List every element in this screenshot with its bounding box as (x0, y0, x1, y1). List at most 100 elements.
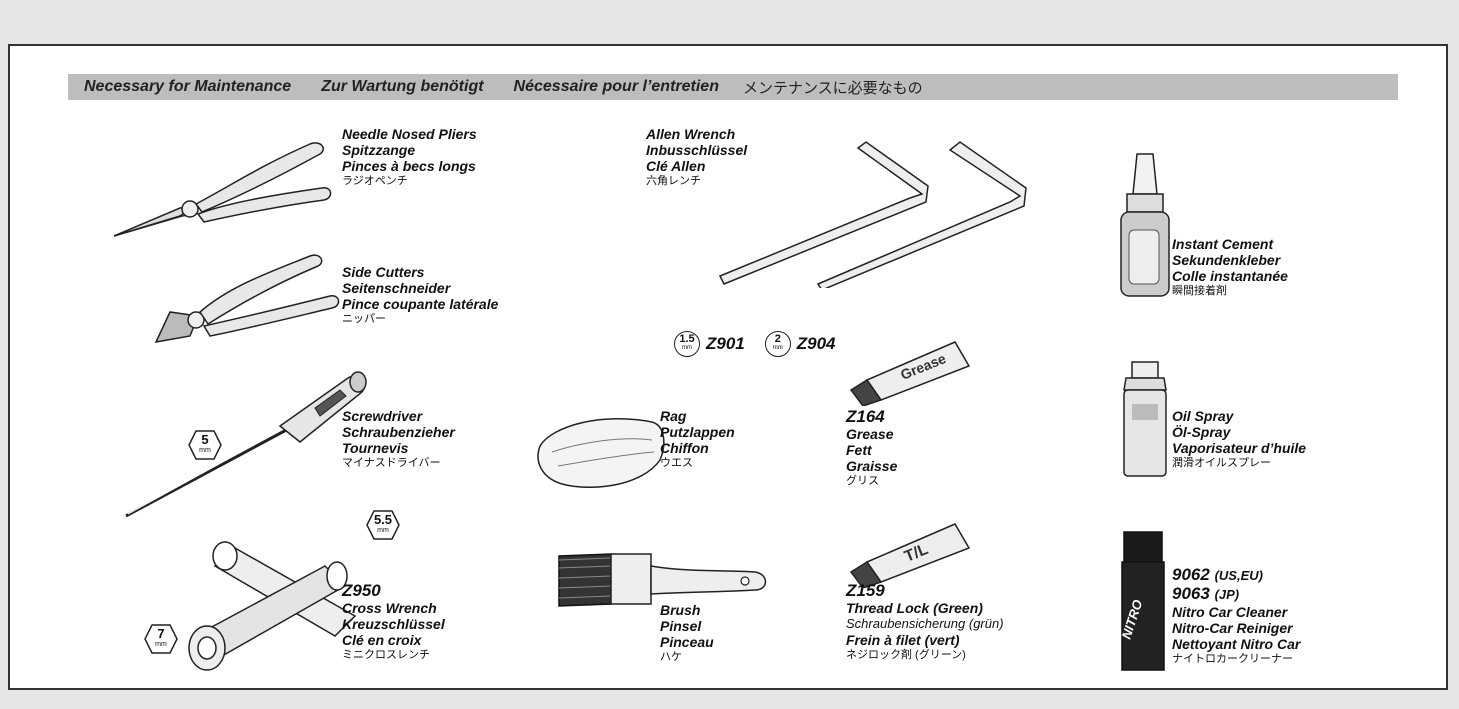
grease-jp: グリス (846, 475, 879, 487)
instant-cement-bottle-illustration (1120, 153, 1170, 297)
screwdriver-jp: マイナスドライバー (342, 457, 441, 469)
allen-sizes: 1.5 mm Z901 2 mm Z904 (674, 331, 836, 357)
allen-en: Allen Wrench (646, 126, 736, 142)
pliers-en: Needle Nosed Pliers (342, 126, 477, 142)
cross-wrench-jp: ミニクロスレンチ (342, 649, 430, 661)
oil-spray-can-illustration (1123, 361, 1167, 477)
grease-label: Z164 Grease Fett Graisse グリス (846, 408, 897, 489)
threadlock-en: Thread Lock (Green) (846, 600, 983, 616)
brush-jp: ハケ (660, 651, 682, 663)
cement-label: Instant Cement Sekundenkleber Colle inst… (1172, 236, 1288, 299)
size-badge-1-5mm: 1.5 mm (674, 331, 700, 357)
rag-fr: Chiffon (660, 440, 709, 456)
header-jp: メンテナンスに必要なもの (742, 79, 923, 97)
allen-code-z904: Z904 (796, 334, 836, 353)
cross-wrench-en: Cross Wrench (342, 600, 437, 616)
size-badge-2mm: 2 mm (764, 331, 791, 357)
pliers-de: Spitzzange (342, 142, 416, 158)
header-en: Necessary for Maintenance (84, 78, 292, 95)
cross-wrench-de: Kreuzschlüssel (342, 616, 445, 632)
allen-label: Allen Wrench Inbusschlüssel Clé Allen 六角… (646, 126, 747, 189)
oil-en: Oil Spray (1172, 408, 1234, 424)
threadlock-de: Schraubensicherung (grün) (846, 616, 1004, 631)
grease-tube-illustration: Grease (849, 341, 971, 406)
allen-wrench-illustration (718, 141, 1027, 288)
brush-fr: Pinceau (660, 634, 714, 650)
cement-fr: Colle instantanée (1172, 268, 1288, 284)
needle-nose-pliers-illustration (113, 142, 332, 237)
screwdriver-label: Screwdriver Schraubenzieher Tournevis マイ… (342, 408, 455, 471)
screwdriver-de: Schraubenzieher (342, 424, 455, 440)
oil-jp: 潤滑オイルスプレー (1172, 457, 1271, 469)
cleaner-region-jp: (JP) (1214, 587, 1240, 602)
grease-code: Z164 (846, 407, 885, 426)
threadlock-jp: ネジロック剤 (グリーン) (846, 649, 966, 661)
oil-label: Oil Spray Öl-Spray Vaporisateur d’huile … (1172, 408, 1306, 471)
cleaner-region-us-eu: (US,EU) (1214, 568, 1263, 583)
cleaner-code-9062: 9062 (1172, 565, 1210, 584)
screwdriver-illustration (125, 371, 367, 518)
pliers-fr: Pinces à becs longs (342, 158, 476, 174)
brush-label: Brush Pinsel Pinceau ハケ (660, 602, 714, 665)
cross-wrench-label: Z950 Cross Wrench Kreuzschlüssel Clé en … (342, 582, 445, 663)
size-5-unit: mm (199, 447, 211, 454)
size-7-unit: mm (155, 641, 167, 648)
size-7-value: 7 (157, 626, 165, 641)
grease-de: Fett (846, 442, 872, 458)
header-fr: Nécessaire pour l’entretien (513, 78, 719, 95)
size-5-5-value: 5.5 (373, 512, 393, 527)
allen-code-z901: Z901 (706, 334, 745, 353)
cleaner-code-line2: 9063 (JP) (1172, 585, 1300, 604)
size-badge-5mm: 5 mm (188, 430, 222, 460)
size-5-5-unit: mm (377, 527, 389, 534)
brush-en: Brush (660, 602, 701, 618)
size-1-5-value: 1.5 (679, 333, 695, 345)
allen-fr: Clé Allen (646, 158, 706, 174)
cleaner-code-line1: 9062 (US,EU) (1172, 566, 1300, 585)
cross-wrench-code: Z950 (342, 581, 381, 600)
cleaner-jp: ナイトロカークリーナー (1172, 653, 1293, 665)
size-badge-7mm: 7 mm (144, 624, 178, 654)
size-2-unit: mm (772, 345, 783, 351)
size-1-5-unit: mm (682, 345, 692, 351)
size-badge-5-5mm: 5.5 mm (366, 510, 400, 540)
allen-de: Inbusschlüssel (646, 142, 748, 158)
nitro-cleaner-can-illustration: NITRO (1119, 531, 1165, 671)
size-5-value: 5 (201, 432, 209, 447)
cleaner-fr: Nettoyant Nitro Car (1172, 636, 1301, 652)
pliers-jp: ラジオペンチ (342, 175, 408, 187)
cutters-jp: ニッパー (342, 313, 386, 325)
rag-en: Rag (660, 408, 687, 424)
side-cutters-illustration (154, 254, 340, 343)
cross-wrench-illustration (188, 541, 357, 671)
screwdriver-fr: Tournevis (342, 440, 409, 456)
rag-illustration (537, 417, 665, 489)
cutters-label: Side Cutters Seitenschneider Pince coupa… (342, 264, 498, 327)
cutters-de: Seitenschneider (342, 280, 451, 296)
grease-fr: Graisse (846, 458, 898, 474)
cutters-fr: Pince coupante latérale (342, 296, 499, 312)
cross-wrench-fr: Clé en croix (342, 632, 422, 648)
cement-en: Instant Cement (1172, 236, 1274, 252)
threadlock-label: Z159 Thread Lock (Green) Schraubensicher… (846, 582, 1004, 663)
pliers-label: Needle Nosed Pliers Spitzzange Pinces à … (342, 126, 477, 189)
rag-de: Putzlappen (660, 424, 735, 440)
header-de: Zur Wartung benötigt (321, 78, 484, 95)
threadlock-code: Z159 (846, 581, 885, 600)
rag-label: Rag Putzlappen Chiffon ウエス (660, 408, 735, 471)
allen-jp: 六角レンチ (646, 175, 701, 187)
size-2-value: 2 (774, 333, 781, 345)
cement-jp: 瞬間接着剤 (1172, 285, 1227, 297)
rag-jp: ウエス (660, 457, 693, 469)
cleaner-label: 9062 (US,EU) 9063 (JP) Nitro Car Cleaner… (1172, 566, 1300, 667)
threadlock-fr: Frein à filet (vert) (846, 632, 960, 648)
screwdriver-en: Screwdriver (342, 408, 423, 424)
oil-fr: Vaporisateur d’huile (1172, 440, 1307, 456)
maintenance-sheet: Necessary for Maintenance Zur Wartung be… (8, 44, 1448, 690)
cement-de: Sekundenkleber (1172, 252, 1281, 268)
brush-illustration (558, 553, 767, 607)
threadlock-tube-illustration: T/L (849, 523, 971, 588)
brush-de: Pinsel (660, 618, 702, 634)
section-header: Necessary for Maintenance Zur Wartung be… (68, 74, 1398, 100)
cleaner-en: Nitro Car Cleaner (1172, 604, 1288, 620)
